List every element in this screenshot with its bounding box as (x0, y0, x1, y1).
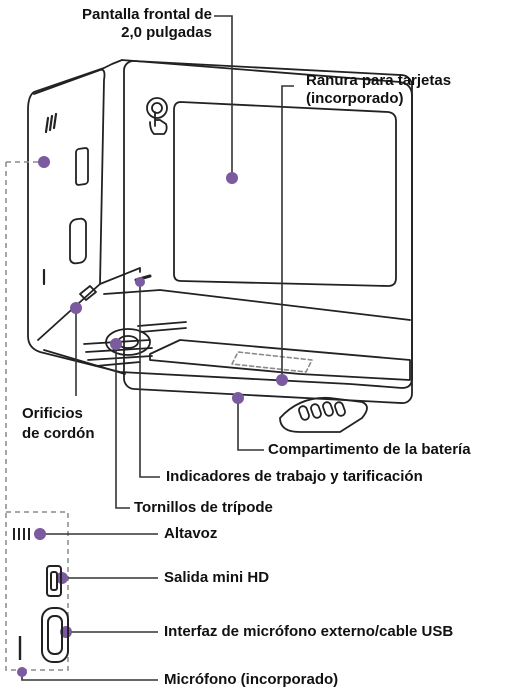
latch-ridge (322, 401, 334, 417)
speaker-grille-icon (13, 528, 30, 540)
dot-front-screen (226, 172, 238, 184)
leader-card-slot (281, 85, 294, 380)
camera-bottom-face (43, 267, 141, 375)
front-screen (173, 101, 397, 287)
label-speaker: Altavoz (164, 525, 218, 542)
camera-body (27, 59, 413, 389)
label-front-screen: Pantalla frontal de 2,0 pulgadas (81, 6, 212, 41)
leader-indicators (139, 280, 160, 478)
battery-latch (279, 396, 368, 433)
camera-side-panel (33, 68, 106, 341)
label-tripod: Tornillos de trípode (134, 499, 273, 516)
latch-ridge (310, 403, 322, 419)
dot-speaker-side (38, 156, 50, 168)
side-callout-bracket (5, 161, 69, 671)
label-mini-hd: Salida mini HD (164, 569, 270, 586)
touch-hand-icon (146, 97, 168, 135)
mini-hd-port-icon (46, 565, 62, 597)
label-battery: Compartimento de la batería (268, 441, 471, 458)
camera-front-face (123, 60, 413, 404)
label-mic: Micrófono (incorporado) (164, 671, 339, 688)
label-indicators: Indicadores de trabajo y tarificación (166, 468, 423, 485)
dot-indicators (135, 277, 145, 287)
dot-mic (17, 667, 27, 677)
dot-card-slot (276, 374, 288, 386)
label-card-slot: Ranura para tarjetas (incorporado) (306, 72, 452, 107)
dot-battery (232, 392, 244, 404)
leader-mic (21, 672, 158, 681)
leader-tripod (115, 346, 130, 509)
label-usb: Interfaz de micrófono externo/cable USB (164, 623, 454, 640)
leader-front-screen (214, 15, 233, 176)
dot-tripod (110, 338, 122, 350)
dot-lanyard (70, 302, 82, 314)
dot-speaker (34, 528, 46, 540)
label-lanyard-holes: Orificios de cordón (22, 405, 95, 442)
latch-ridge (298, 405, 310, 421)
lanyard-hole (79, 285, 97, 301)
side-usb-port (69, 217, 87, 265)
battery-door (149, 339, 411, 381)
latch-ridge (334, 401, 346, 417)
usb-port-icon (41, 607, 69, 663)
leader-battery (237, 398, 264, 451)
side-mini-hd-port (75, 147, 89, 186)
